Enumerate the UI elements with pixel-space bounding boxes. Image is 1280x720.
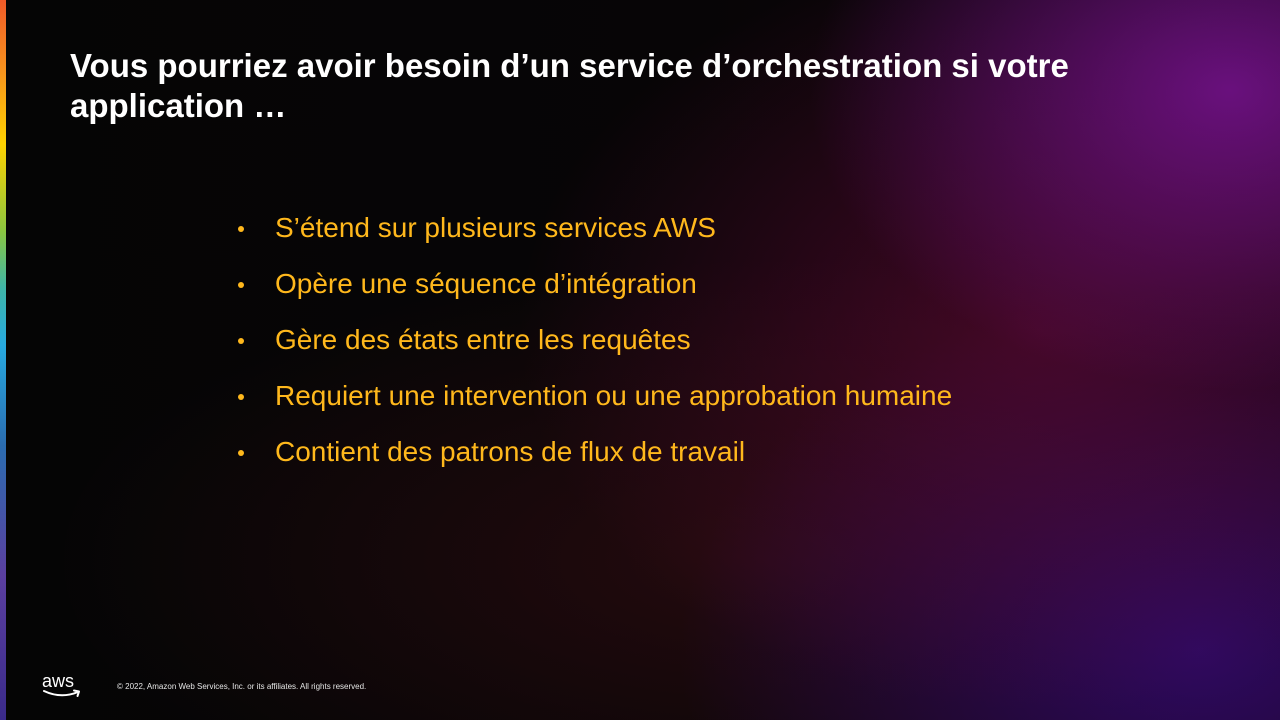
aws-logo-text: aws bbox=[42, 671, 75, 691]
bullet-dot-icon bbox=[238, 450, 244, 456]
bullet-text: Requiert une intervention ou une approba… bbox=[275, 380, 953, 411]
bullet-item: S’étend sur plusieurs services AWS bbox=[236, 208, 952, 248]
bullet-item: Opère une séquence d’intégration bbox=[236, 264, 952, 304]
bullet-dot-icon bbox=[238, 394, 244, 400]
bullet-item: Requiert une intervention ou une approba… bbox=[236, 376, 952, 416]
bullet-item: Contient des patrons de flux de travail bbox=[236, 432, 952, 472]
gradient-accent-bar bbox=[0, 0, 6, 720]
bullet-dot-icon bbox=[238, 338, 244, 344]
aws-smile-icon bbox=[43, 689, 80, 697]
slide-footer: aws © 2022, Amazon Web Services, Inc. or… bbox=[42, 670, 366, 704]
bullet-dot-icon bbox=[238, 226, 244, 232]
bullet-dot-icon bbox=[238, 282, 244, 288]
bullet-list: S’étend sur plusieurs services AWS Opère… bbox=[236, 208, 952, 488]
slide-title: Vous pourriez avoir besoin d’un service … bbox=[70, 47, 1069, 124]
bullet-item: Gère des états entre les requêtes bbox=[236, 320, 952, 360]
bullet-text: Contient des patrons de flux de travail bbox=[275, 436, 746, 467]
bullet-text: Gère des états entre les requêtes bbox=[275, 324, 691, 355]
bullet-text: Opère une séquence d’intégration bbox=[275, 268, 697, 299]
aws-logo: aws bbox=[42, 672, 86, 702]
copyright-text: © 2022, Amazon Web Services, Inc. or its… bbox=[117, 682, 367, 691]
bullet-text: S’étend sur plusieurs services AWS bbox=[275, 212, 716, 243]
